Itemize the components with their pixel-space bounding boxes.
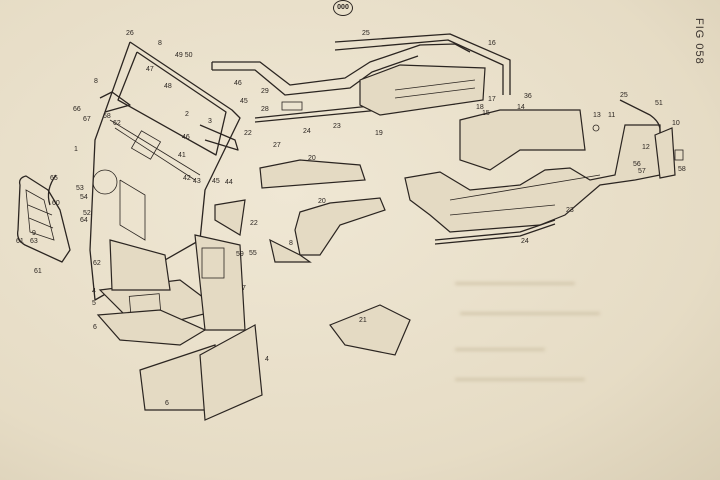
callout-number: 51	[655, 100, 663, 107]
callout-number: 6	[93, 324, 97, 331]
callout-number: 53	[76, 185, 84, 192]
callout-number: 13	[593, 112, 601, 119]
callout-number: 68	[103, 113, 111, 120]
callout-number: 25	[362, 30, 370, 37]
callout-number: 46	[234, 80, 242, 87]
callout-number: 24	[521, 238, 529, 245]
callout-number: 25	[620, 92, 628, 99]
callout-number: 56	[633, 161, 641, 168]
callout-number: 12	[642, 144, 650, 151]
callout-number: 49 50	[175, 52, 193, 59]
callout-number: 44	[225, 179, 233, 186]
callout-number: 23	[566, 207, 574, 214]
callout-number: 2	[185, 111, 189, 118]
faded-text-line	[460, 312, 600, 315]
callout-number: 62	[113, 120, 121, 127]
callout-number: 4	[265, 356, 269, 363]
callout-number: 48	[164, 83, 172, 90]
callout-number: 3	[208, 118, 212, 125]
callout-number: 22	[244, 130, 252, 137]
callout-number: 27	[273, 142, 281, 149]
callout-number: 21	[359, 317, 367, 324]
callout-number: 58	[678, 166, 686, 173]
callout-number: 1	[74, 146, 78, 153]
callout-number: 20	[308, 155, 316, 162]
callout-number: 47	[146, 66, 154, 73]
grille-guard-part	[17, 174, 71, 263]
callout-number: 29	[261, 88, 269, 95]
callout-number: 7	[242, 285, 246, 292]
fender-part	[214, 159, 411, 356]
callout-number: 5	[92, 300, 96, 307]
callout-number: 60	[52, 200, 60, 207]
callout-number: 15	[482, 110, 490, 117]
callout-number: 8	[158, 40, 162, 47]
faded-text-line	[455, 378, 585, 381]
callout-number: 19	[375, 130, 383, 137]
rear-tub-part	[334, 33, 511, 116]
callout-number: 8	[289, 240, 293, 247]
faded-text-line	[455, 282, 575, 285]
callout-number: 61	[16, 238, 24, 245]
callout-number: 26	[126, 30, 134, 37]
callout-number: 6	[165, 400, 169, 407]
callout-number: 67	[83, 116, 91, 123]
callout-number: 24	[303, 128, 311, 135]
callout-number: 9	[32, 230, 36, 237]
callout-number: 64	[80, 217, 88, 224]
callout-number: 18	[476, 104, 484, 111]
callout-number: 52	[83, 210, 91, 217]
page-number-badge: 000	[333, 0, 353, 16]
callout-number: 11	[608, 112, 616, 119]
lower-panels-part	[96, 234, 263, 421]
callout-number: 45	[212, 178, 220, 185]
callout-number: 46	[182, 134, 190, 141]
callout-number: 45	[240, 98, 248, 105]
callout-number: 63	[30, 238, 38, 245]
faded-text-line	[455, 348, 545, 351]
callout-number: 28	[261, 106, 269, 113]
callout-number: 23	[333, 123, 341, 130]
callout-number: 4	[92, 288, 96, 295]
callout-number: 16	[488, 40, 496, 47]
callout-number: 55	[249, 250, 257, 257]
callout-number: 14	[517, 104, 525, 111]
rear-side-panel-part	[404, 99, 684, 245]
callout-number: 65	[50, 175, 58, 182]
callout-number: 54	[80, 194, 88, 201]
callout-number: 20	[318, 198, 326, 205]
callout-number: 41	[178, 152, 186, 159]
figure-label: FIG 058	[693, 18, 705, 65]
callout-number: 61	[34, 268, 42, 275]
callout-number: 17	[488, 96, 496, 103]
callout-number: 43	[193, 178, 201, 185]
callout-number: 66	[73, 106, 81, 113]
callout-number: 36	[524, 93, 532, 100]
callout-number: 8	[94, 78, 98, 85]
callout-number: 22	[250, 220, 258, 227]
callout-number: 42	[183, 175, 191, 182]
callout-number: 59	[236, 251, 244, 258]
callout-number: 10	[672, 120, 680, 127]
callout-number: 62	[93, 260, 101, 267]
callout-number: 57	[638, 168, 646, 175]
